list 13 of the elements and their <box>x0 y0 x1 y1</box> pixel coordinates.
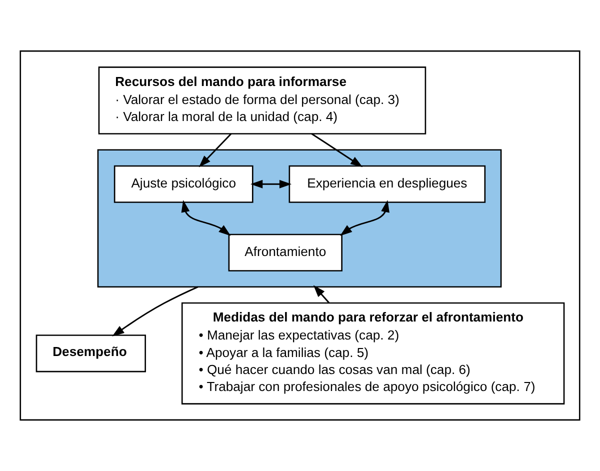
cluster <box>97 149 502 288</box>
cluster <box>20 50 580 421</box>
arrow <box>112 286 198 336</box>
arrow <box>250 180 292 188</box>
node-box: Medidas del mando para reforzar el afrontamiento • Manejar las expectativas (cap. 2) • Apoyar a la familias (cap. 5) • Qué hacer cuando las cosas van mal (cap. 6) • Trabajar con profesionales de apoyo psicológico (cap. 7) <box>181 302 565 404</box>
arrow <box>313 285 330 304</box>
node-box: Ajuste psicológico <box>114 165 254 203</box>
arrow <box>181 200 231 236</box>
node-box: Recursos del mando para informarse · Valorar el estado de forma del personal (cap. 3) · Valorar la moral de la unidad (cap. 4) <box>98 66 426 134</box>
arrow <box>340 200 390 236</box>
node-box: Experiencia en despliegues <box>288 165 486 203</box>
node-box: Afrontamiento <box>228 234 342 272</box>
node-box: Desempeño <box>36 334 146 372</box>
